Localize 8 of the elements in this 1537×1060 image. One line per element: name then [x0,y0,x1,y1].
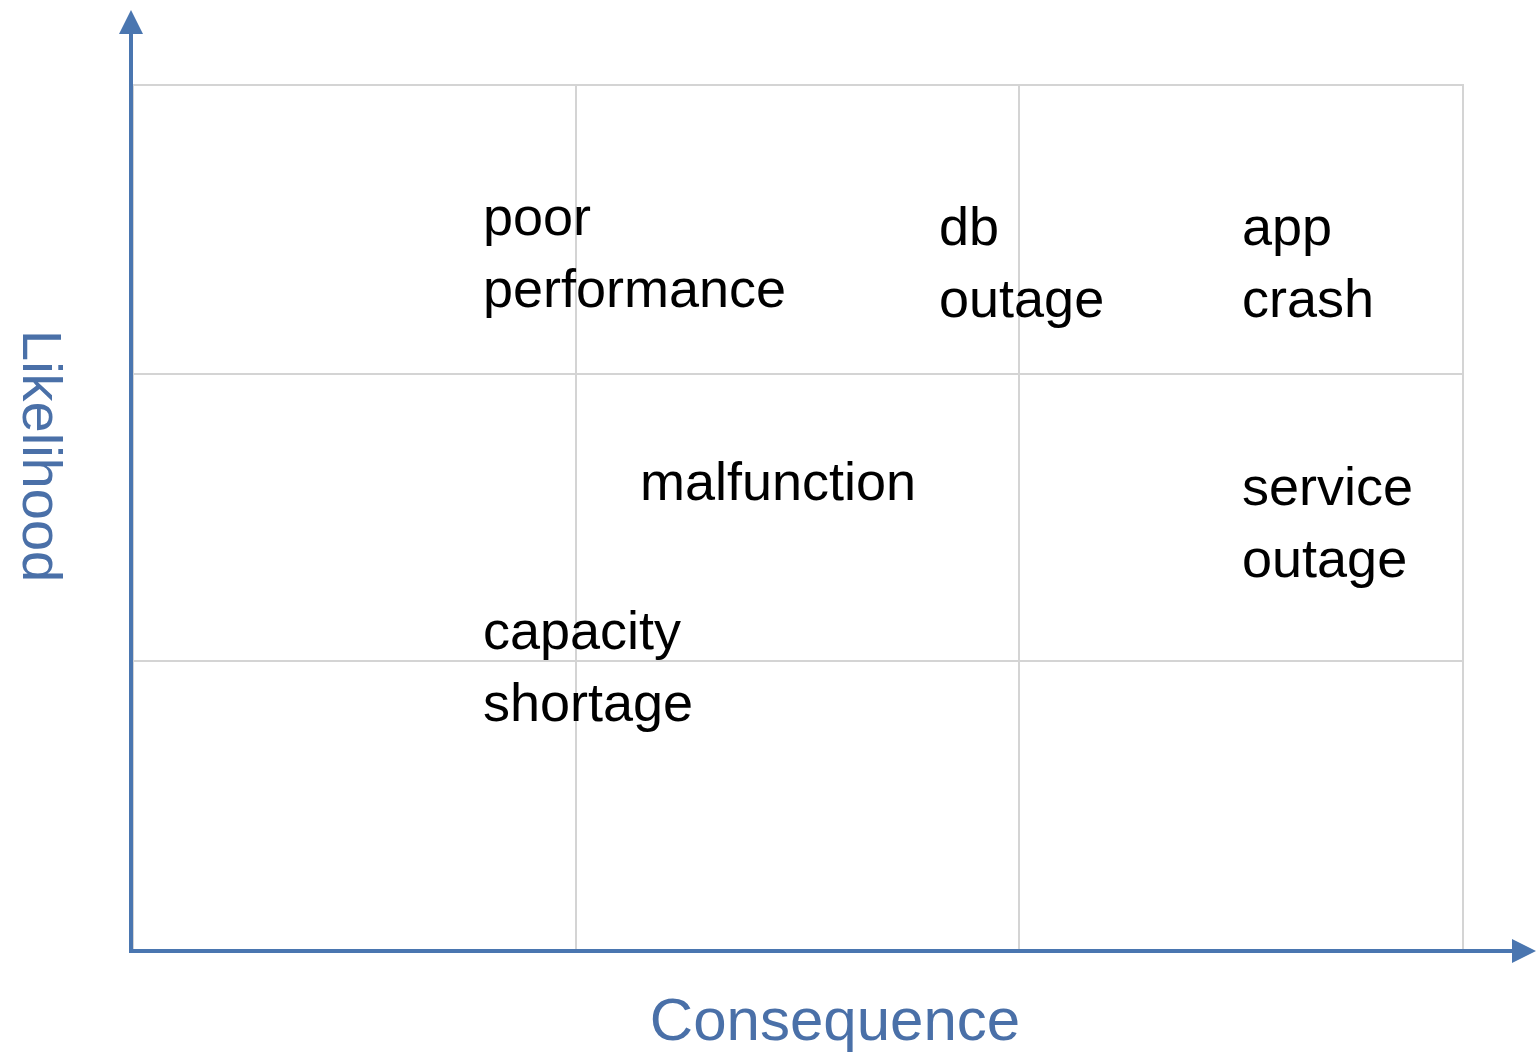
x-axis-title: Consequence [648,985,1022,1055]
y-axis-title: Likelihood [12,330,72,583]
risk-label: poor performance [483,185,788,320]
risk-label: service outage [1242,455,1415,590]
risk-label: malfunction [640,450,918,513]
risk-label: app crash [1242,195,1376,330]
risk-label: db outage [939,195,1106,330]
risk-label: capacity shortage [483,599,695,734]
